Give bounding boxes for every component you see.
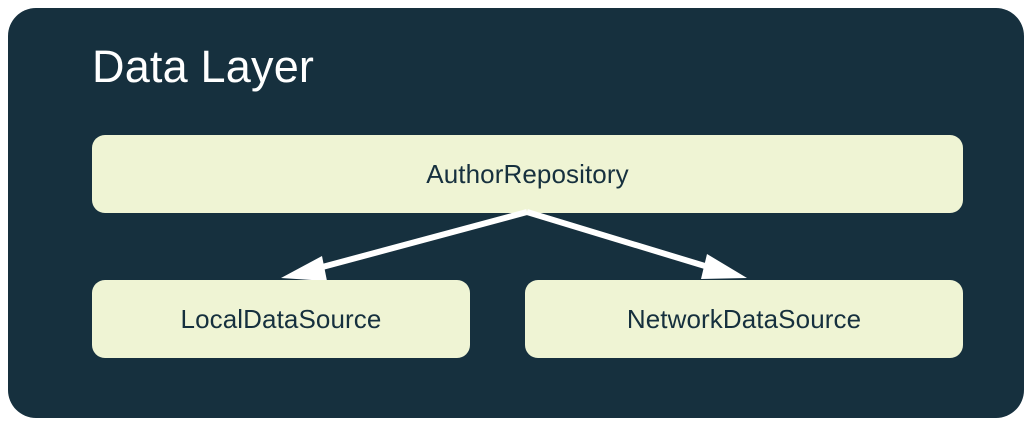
node-author-repository-label: AuthorRepository — [426, 159, 629, 189]
node-local-data-source[interactable]: LocalDataSource — [92, 280, 470, 358]
page-title: Data Layer — [92, 41, 315, 92]
node-network-data-source-label: NetworkDataSource — [626, 304, 862, 334]
node-local-data-source-label: LocalDataSource — [180, 304, 382, 334]
node-author-repository[interactable]: AuthorRepository — [92, 135, 963, 213]
node-network-data-source[interactable]: NetworkDataSource — [525, 280, 963, 358]
